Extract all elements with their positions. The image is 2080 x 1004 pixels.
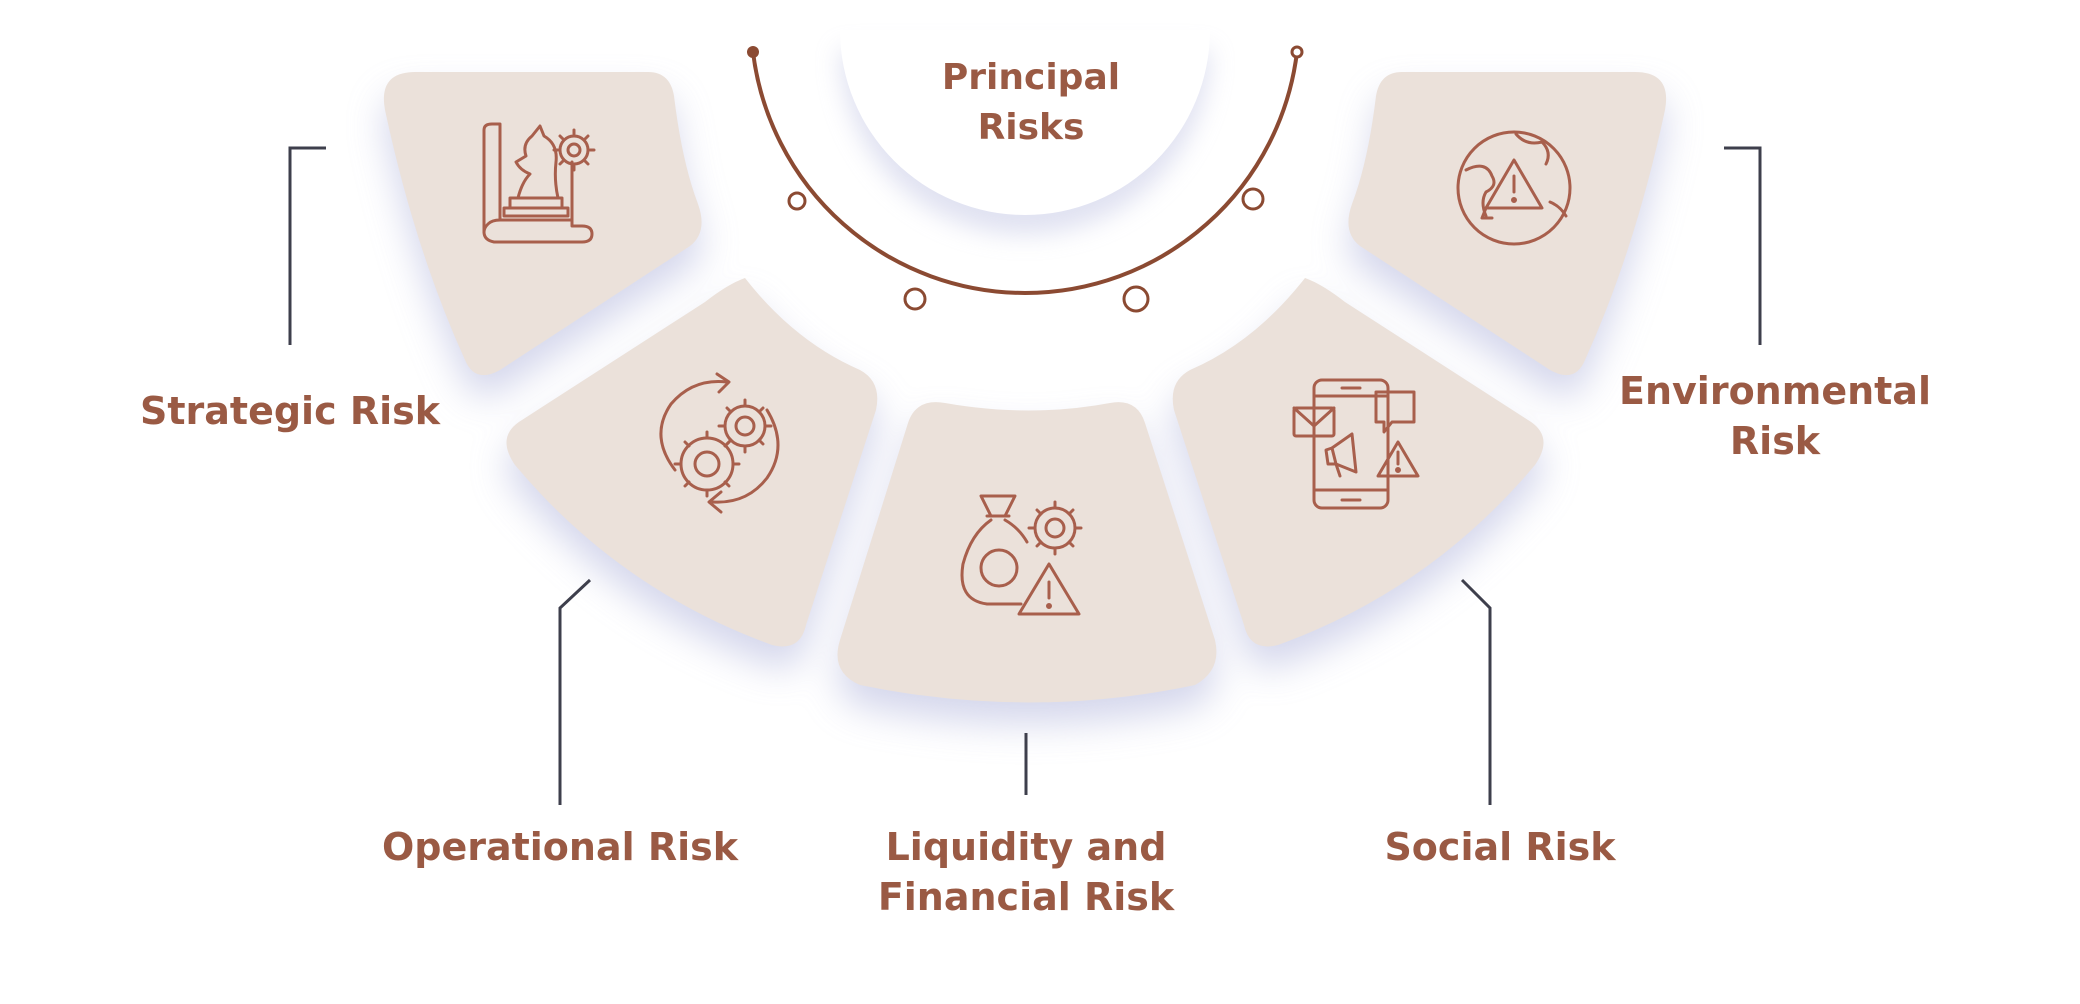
arc-line bbox=[751, 51, 1299, 295]
center-title: Principal Risks bbox=[942, 57, 1120, 148]
label-environmental-line2: Risk bbox=[1729, 419, 1821, 463]
segments bbox=[383, 72, 1667, 703]
money-bag-warning-icon bbox=[960, 494, 1083, 616]
label-liquidity-line2: Financial Risk bbox=[877, 875, 1175, 919]
arc-dot-end bbox=[1290, 45, 1304, 59]
label-social-line1: Social Risk bbox=[1384, 825, 1616, 869]
arc-dot-3 bbox=[1122, 285, 1150, 313]
arc-dot-start bbox=[747, 46, 759, 58]
segment-social bbox=[1172, 278, 1544, 647]
connector-social bbox=[1460, 578, 1492, 805]
label-liquidity-line1: Liquidity and bbox=[885, 825, 1167, 869]
smartphone-social-alert-icon bbox=[1292, 378, 1420, 510]
connector-strategic bbox=[288, 146, 326, 345]
segment-environmental bbox=[1348, 72, 1667, 376]
center-hub bbox=[840, 30, 1210, 235]
arc-dot-4 bbox=[1241, 187, 1265, 211]
label-strategic-line1: Strategic Risk bbox=[140, 389, 441, 433]
label-social: Social Risk bbox=[1350, 822, 1650, 872]
label-environmental: Environmental Risk bbox=[1610, 366, 1940, 466]
label-liquidity: Liquidity and Financial Risk bbox=[856, 822, 1196, 922]
connector-operational bbox=[558, 578, 592, 805]
gears-cycle-icon bbox=[659, 372, 780, 514]
connectors bbox=[288, 146, 1762, 805]
segment-operational bbox=[506, 278, 878, 647]
timeline-arc bbox=[747, 45, 1304, 313]
label-operational-line1: Operational Risk bbox=[381, 825, 739, 869]
chess-knight-strategy-icon bbox=[482, 122, 596, 244]
arc-dot-2 bbox=[903, 287, 927, 311]
center-title-line1: Principal bbox=[942, 57, 1120, 98]
globe-warning-icon bbox=[1456, 130, 1572, 246]
arc-dot-1 bbox=[787, 191, 807, 211]
center-title-line2: Risks bbox=[978, 107, 1085, 148]
connector-environmental bbox=[1724, 146, 1762, 345]
center-semicircle bbox=[840, 30, 1210, 215]
segment-strategic bbox=[383, 72, 702, 376]
label-operational: Operational Risk bbox=[380, 822, 740, 872]
label-strategic: Strategic Risk bbox=[140, 386, 440, 436]
label-environmental-line1: Environmental bbox=[1619, 369, 1931, 413]
segment-liquidity bbox=[837, 402, 1217, 703]
icons bbox=[482, 122, 1572, 616]
